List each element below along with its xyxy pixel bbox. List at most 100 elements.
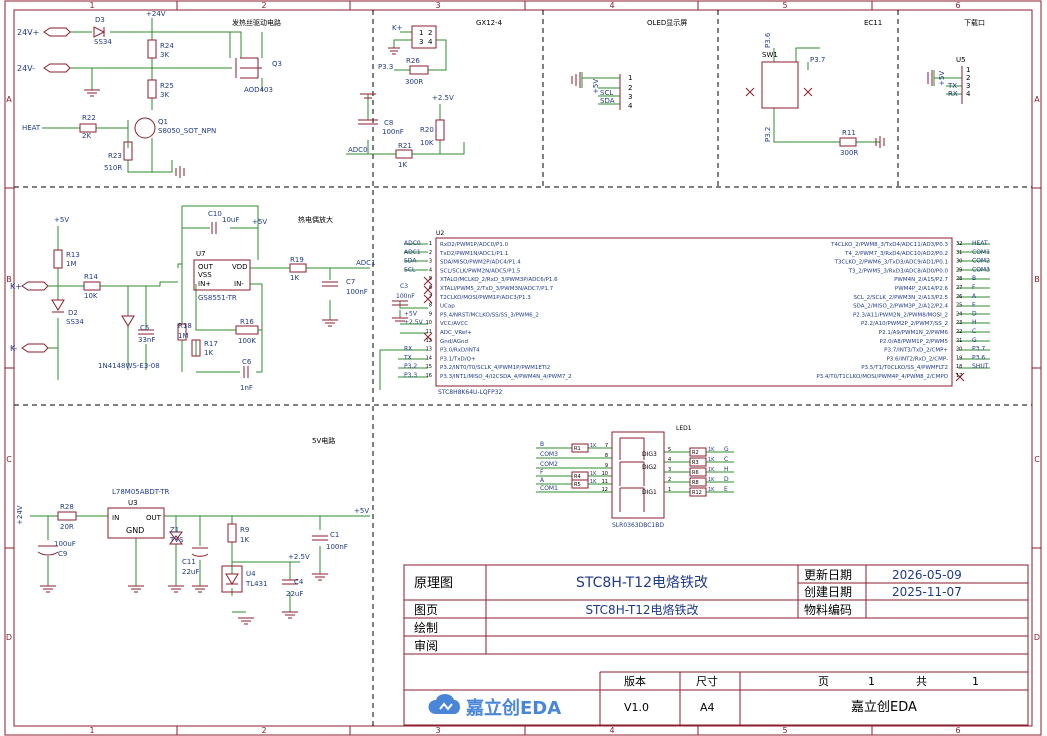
- ground-gx-icon: [388, 47, 400, 55]
- led-left-pin-num: 10: [602, 471, 608, 477]
- nc-mcu-3-icon: [423, 294, 433, 304]
- connector-24v-plus-icon: [43, 27, 71, 37]
- amp-kplus-label: K+: [10, 282, 22, 291]
- mcu-right-pin-num: 19: [956, 355, 962, 361]
- tb-logo-text: 嘉立创EDA: [465, 697, 561, 719]
- led-right-net: G: [724, 446, 729, 453]
- heat-label: HEAT: [22, 124, 41, 132]
- oled-num-4: 4: [628, 102, 633, 110]
- ground-dl-icon: [927, 70, 933, 86]
- ec11-title: EC11: [864, 19, 882, 27]
- cap-c3-icon: [392, 300, 408, 306]
- led-right-res-val: 1K: [708, 467, 715, 473]
- mcu-left-pin-name: SDA/MISO/PWM2P/ADC4/P1.4: [440, 260, 521, 266]
- c6-label: C6: [242, 358, 252, 366]
- led-left-pin-num: 12: [602, 487, 608, 493]
- led1-ref: LED1: [676, 425, 692, 432]
- row-a-left: A: [6, 95, 12, 104]
- c9-label: C9: [58, 550, 67, 558]
- r24-label: R24: [160, 42, 174, 50]
- d2-label: D2: [68, 309, 78, 317]
- shunt-u4-icon: [225, 573, 239, 585]
- col-6-bottom: 6: [955, 726, 960, 735]
- c11-label: C11: [182, 558, 196, 566]
- col-5-top: 5: [782, 1, 787, 10]
- ec11-p36: P3.6: [764, 32, 772, 48]
- r22-label: R22: [82, 114, 96, 122]
- sw1-label: SW1: [762, 51, 778, 59]
- led-left-net: F: [540, 469, 544, 476]
- led-right-pin-num: 3: [668, 467, 671, 473]
- z1-value: TVS: [169, 536, 184, 544]
- diode-d3-icon: [93, 26, 106, 38]
- gx12-connector-icon: [411, 25, 437, 49]
- resistor-r20-icon: [435, 119, 445, 141]
- r13-value: 1M: [66, 260, 77, 268]
- mcu-left-pin-name: SCL/SCLK/PWM2N/ADC5/P1.5: [440, 268, 521, 274]
- mcu-right-pin-num: 30: [956, 259, 962, 265]
- tb-page-title: STC8H-T12电烙铁改: [585, 602, 698, 617]
- ground-oled-icon: [571, 72, 581, 88]
- mcu-right-pin-name: T4CLKO_2/PWM8_3/TxD4/ADC11/AD3/P0.3: [830, 242, 948, 248]
- mcu-right-net: C: [972, 328, 976, 335]
- mcu-left-net: TX: [403, 354, 412, 361]
- ground-u4-icon: [238, 617, 254, 625]
- mcu-right-net: B: [972, 275, 976, 282]
- u5-label: U5: [956, 56, 966, 64]
- r19-value: 1K: [290, 274, 299, 282]
- col-4-top: 4: [609, 1, 614, 10]
- gx-rail-label: +2.5V: [432, 94, 454, 102]
- pwr-rail-label: +2.5V: [288, 553, 310, 561]
- connector-kplus-icon: [21, 281, 49, 291]
- amp-rail2-label: +5V: [252, 218, 267, 226]
- mcu-left-pin-num: 13: [426, 347, 432, 353]
- r16-label: R16: [240, 318, 254, 326]
- connector-kminus-icon: [21, 343, 49, 353]
- gx-kplus-label: K+: [392, 24, 403, 32]
- led-right-res-val: 1K: [708, 477, 715, 483]
- r28-label: R28: [60, 503, 74, 511]
- led-left-res-val: 1K: [590, 471, 597, 477]
- cap-c9-icon: [37, 545, 59, 556]
- mcu-right-net: F: [972, 284, 976, 291]
- mcu-left-pin-name: P3.1/TxD/Q+: [440, 356, 476, 362]
- mcu-right-net: G: [972, 337, 977, 344]
- col-2-bottom: 2: [261, 726, 266, 735]
- encoder-sw1-icon: [761, 61, 799, 109]
- oled-title: OLED显示屏: [647, 19, 687, 27]
- mcu-left-pin-name: ADC_VRef+: [440, 330, 472, 336]
- amp-labels: +5V R13 1M K+ K- R14 10K D2 SS34 1N4148W…: [10, 210, 376, 392]
- mcu-left-pin-num: 2: [429, 250, 432, 256]
- q3-value: AOD403: [244, 86, 273, 94]
- dl-pin-tx: TX: [947, 82, 957, 90]
- power-title: 5V电路: [312, 436, 335, 445]
- d3-label: D3: [95, 16, 105, 24]
- led-left-net: A: [540, 477, 545, 484]
- mcu-left-pin-num: 4: [429, 267, 432, 273]
- ground-heater-icon: [84, 89, 100, 97]
- r24-value: 3K: [160, 51, 169, 59]
- mcu-left-pin-name: VCC/AVCC: [440, 321, 468, 327]
- q3-label: Q3: [272, 60, 282, 68]
- col-1-top: 1: [89, 1, 94, 10]
- cap-c6-icon: [243, 366, 249, 378]
- in-24v-minus-label: 24V-: [17, 64, 35, 73]
- section-dividers: [14, 10, 1032, 726]
- r21-label: R21: [398, 142, 412, 150]
- u7-value: GS8551-TR: [198, 294, 237, 302]
- c4-value: 22uF: [286, 590, 303, 598]
- r9-label: R9: [240, 526, 249, 534]
- resistor-r5-icon: [571, 479, 589, 489]
- mcu-left-pin-num: 6: [429, 285, 432, 291]
- mcu-left-net: P3.3: [404, 372, 417, 379]
- oled-num-2: 2: [628, 84, 632, 92]
- pwr-in-label: +24V: [16, 505, 24, 525]
- resistor-r24-icon: [147, 39, 157, 59]
- mcu-right-pin-name: P3.4/T0/T1CLKO/MOSI/PWM4P_4/PWM8_2/CMPO: [816, 374, 948, 380]
- resistor-r3-icon: [689, 457, 707, 467]
- tb-review-label: 审阅: [414, 638, 438, 653]
- d1-value: 1N4148WS-E3-08: [98, 362, 160, 370]
- heater-drive-title: 发热丝驱动电路: [232, 18, 281, 27]
